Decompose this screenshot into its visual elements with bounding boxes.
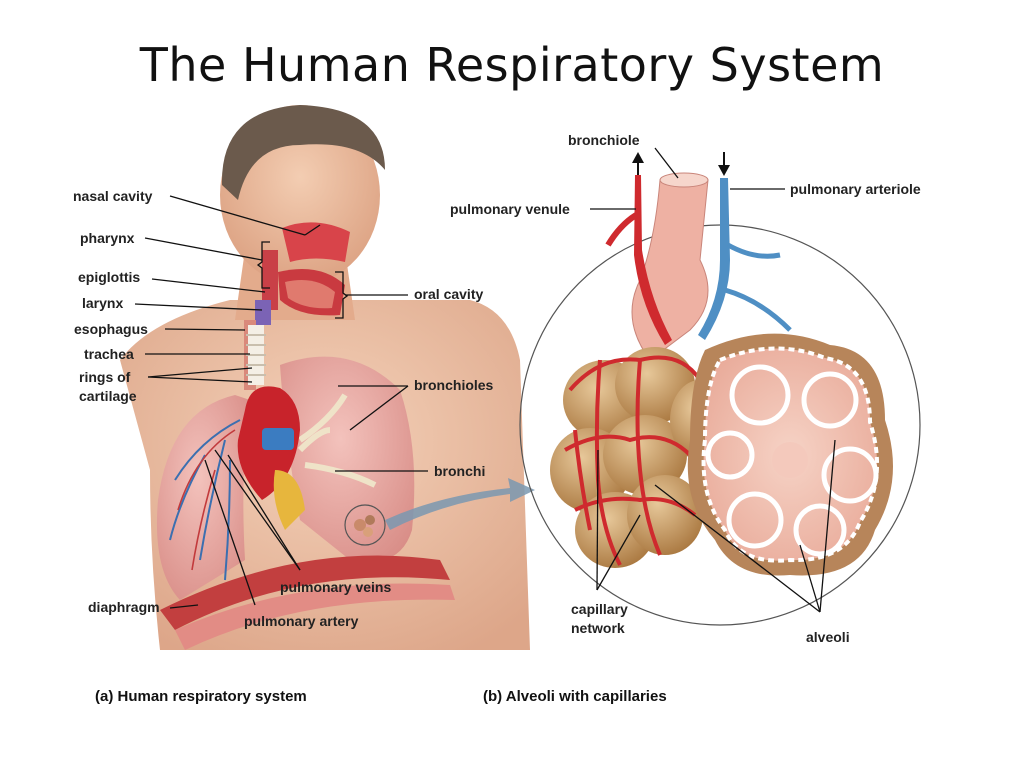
alveolar-sac-cluster: [550, 347, 730, 568]
caption-panel-b: (b) Alveoli with capillaries: [483, 688, 667, 705]
label-pharynx: pharynx: [80, 230, 135, 246]
label-trachea: trachea: [84, 346, 134, 362]
panel-a-leaders: [134, 195, 428, 609]
pulmonary-arteriole-vessel: [698, 178, 730, 340]
hair-shape: [221, 105, 385, 200]
label-bronchiole: bronchiole: [568, 132, 640, 148]
flow-arrow-up-icon: [632, 152, 644, 175]
label-oral-cavity: oral cavity: [414, 286, 483, 302]
label-network: network: [571, 620, 625, 636]
label-pulmonary-veins: pulmonary veins: [280, 579, 391, 595]
panel-b-illustration: [519, 152, 921, 626]
diaphragm-shape: [160, 555, 450, 630]
capillary-network: [564, 355, 702, 566]
label-bronchioles: bronchioles: [414, 377, 494, 393]
label-bronchi: bronchi: [434, 463, 485, 479]
larynx-shape: [255, 300, 271, 325]
label-diaphragm: diaphragm: [88, 599, 160, 615]
alveoli-cutaway: [687, 333, 893, 576]
label-rings-of: rings of: [79, 369, 131, 385]
bronchi-right: [297, 393, 377, 488]
pulmonary-venule-vessel: [634, 175, 672, 345]
panel-a-illustration: [120, 105, 535, 650]
panel-b-leaders: [590, 147, 836, 613]
label-larynx: larynx: [82, 295, 123, 311]
label-esophagus: esophagus: [74, 321, 148, 337]
caption-panel-a: (a) Human respiratory system: [95, 688, 307, 705]
label-capillary: capillary: [571, 601, 628, 617]
page-title: The Human Respiratory System: [139, 38, 885, 92]
trachea-rings: [246, 325, 266, 385]
label-alveoli: alveoli: [806, 629, 850, 645]
aorta-blue: [262, 428, 294, 450]
zoom-arrow: [385, 478, 535, 530]
label-epiglottis: epiglottis: [78, 269, 140, 285]
label-pulmonary-artery: pulmonary artery: [244, 613, 359, 629]
label-cartilage: cartilage: [79, 388, 137, 404]
flow-arrow-down-icon: [718, 152, 730, 176]
heart-yellow: [273, 470, 305, 530]
pharynx-shape: [262, 250, 278, 310]
label-nasal-cavity: nasal cavity: [73, 188, 153, 204]
label-pulmonary-arteriole: pulmonary arteriole: [790, 181, 921, 197]
alveoli-zoom-circle: [344, 504, 386, 546]
tongue-shape: [285, 279, 335, 309]
diaphragm-lower: [175, 583, 455, 650]
label-pulmonary-venule: pulmonary venule: [450, 201, 570, 217]
right-lung-shape: [280, 356, 415, 562]
nasal-cavity-shape: [282, 222, 350, 262]
